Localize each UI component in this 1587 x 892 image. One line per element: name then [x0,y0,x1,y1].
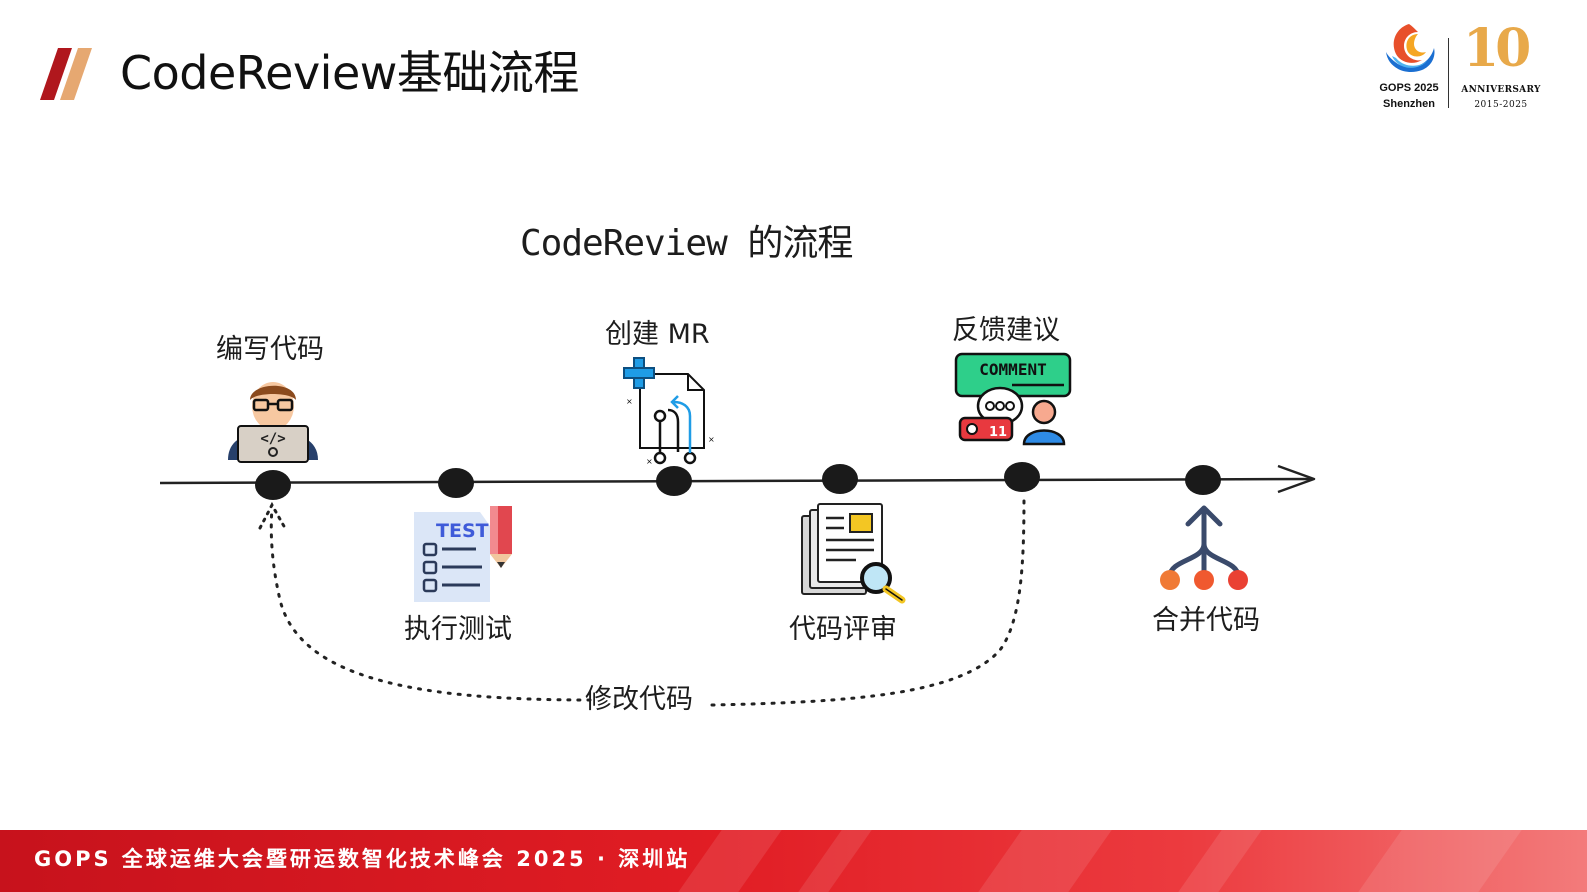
footer-gloss-stripe [1178,830,1262,892]
anniversary-word: ANNIVERSARY [1461,85,1541,95]
timeline-arrowhead [1277,464,1316,494]
svg-text:×: × [626,397,633,406]
slide-title: CodeReview基础流程 [120,46,579,100]
svg-text:COMMENT: COMMENT [979,360,1046,379]
loop-label-modify-code: 修改代码 [585,684,693,715]
step-label-merge-code: 合并代码 [1152,605,1260,636]
developer-laptop-icon: </> [228,382,318,463]
step-dot-6 [1185,465,1221,495]
footer-banner: GOPS 全球运维大会暨研运数智化技术峰会 2025 · 深圳站 [0,830,1587,892]
svg-text:×: × [646,457,653,466]
merge-request-file-icon: × × × [623,357,715,466]
footer-gloss-stripe [1358,830,1522,892]
flow-diagram: </> TEST × × × [159,352,1316,707]
timeline-axis [159,477,1313,485]
svg-text:×: × [708,435,715,444]
svg-text:TEST: TEST [436,520,489,542]
step-label-run-tests: 执行测试 [404,614,512,645]
gops-logo: GOPS 2025 Shenzhen 10 ANNIVERSARY 2015-2… [1378,18,1568,118]
feedback-loop-arrowhead [258,501,287,530]
step-dot-3 [656,466,692,496]
merge-branches-icon [1160,505,1248,590]
footer-gloss-stripe [798,830,872,892]
logo-divider [1448,38,1449,108]
title-accent-mark [40,48,92,100]
feedback-loop-left [269,506,592,702]
footer-gloss-stripe [978,830,1112,892]
step-dot-4 [822,464,858,494]
step-label-code-review: 代码评审 [789,614,897,645]
event-name: GOPS 2025 [1379,82,1439,94]
gops-flame-icon [1386,24,1435,72]
event-city: Shenzhen [1383,98,1435,110]
anniversary-years: 2015-2025 [1474,100,1528,110]
feedback-loop-right [710,493,1026,707]
svg-text:11: 11 [989,425,1007,440]
footer-gloss-stripe [678,830,782,892]
anniversary-number: 10 [1463,18,1531,79]
step-label-write-code: 编写代码 [216,334,324,365]
diagram-heading: CodeReview 的流程 [520,223,853,264]
svg-text:</>: </> [260,431,285,447]
test-checklist-icon: TEST [414,506,512,602]
step-dot-2 [438,468,474,498]
document-review-icon [801,503,906,604]
step-label-feedback: 反馈建议 [952,315,1060,346]
comment-feedback-icon: COMMENT 11 [954,352,1072,446]
footer-text: GOPS 全球运维大会暨研运数智化技术峰会 2025 · 深圳站 [34,847,691,871]
step-dot-5 [1004,462,1040,492]
step-label-create-mr: 创建 MR [605,319,710,350]
step-dot-1 [255,470,291,500]
